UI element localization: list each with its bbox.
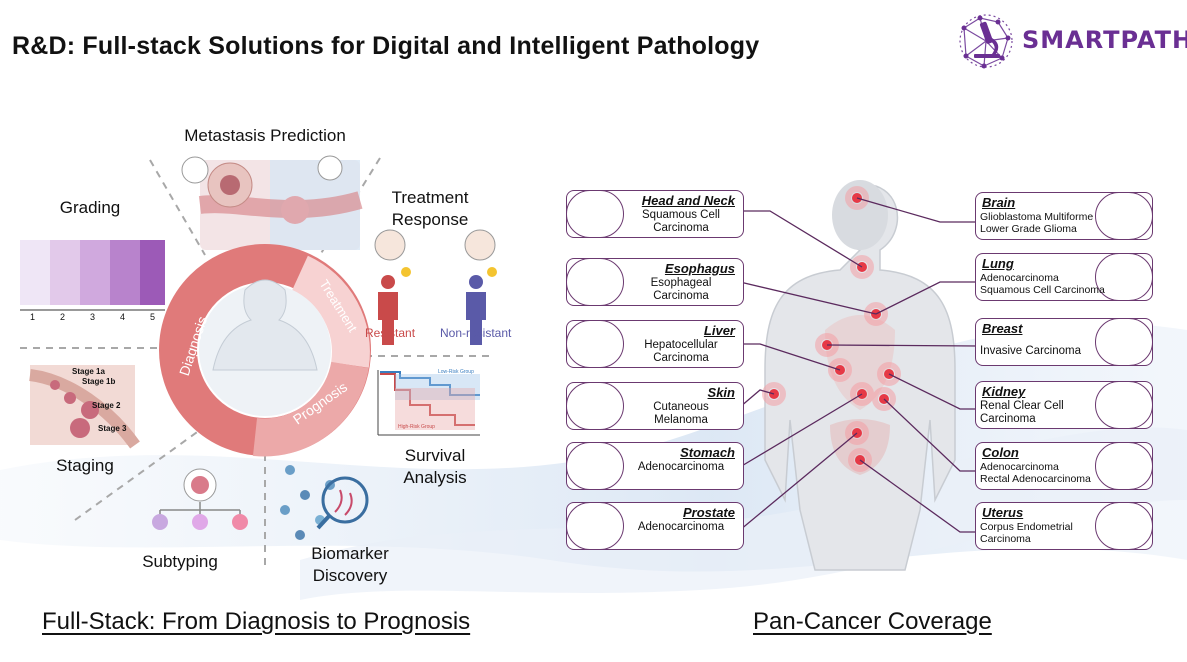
lung-icon	[1095, 253, 1153, 301]
treatment-figures	[374, 229, 497, 345]
grade-tick-5: 5	[150, 312, 156, 322]
kidney-icon	[1095, 381, 1153, 429]
organ-box-prostate: Prostate Adenocarcinoma	[566, 502, 744, 550]
subtyping-tree	[152, 468, 248, 530]
high-risk-label: High-Risk Group	[398, 424, 435, 430]
stage-label-1b: Stage 1b	[82, 377, 116, 386]
page-title: R&D: Full-stack Solutions for Digital an…	[12, 32, 760, 60]
left-caption: Full-Stack: From Diagnosis to Prognosis	[42, 608, 471, 635]
organ-box-skin: Skin Cutaneous Melanoma	[566, 382, 744, 430]
low-risk-label: Low-Risk Group	[438, 369, 474, 375]
colon-icon	[1095, 442, 1153, 490]
organ-heading: Stomach	[680, 445, 735, 460]
grade-tick-2: 2	[60, 312, 66, 322]
survival-curve	[372, 365, 482, 440]
stage-label-3: Stage 3	[98, 424, 127, 433]
label-survival-1: Survival	[404, 446, 466, 465]
brain-icon	[1095, 192, 1153, 240]
label-biomarker-1: Biomarker	[311, 544, 389, 563]
organ-heading: Esophagus	[664, 261, 735, 276]
logo-text: SMARTPATH	[1022, 26, 1187, 54]
organ-box-stomach: Stomach Adenocarcinoma	[566, 442, 744, 490]
right-caption: Pan-Cancer Coverage	[753, 608, 992, 635]
organ-desc: Hepatocellular Carcinoma	[644, 339, 718, 364]
organ-box-head-neck: Head and Neck Squamous Cell Carcinoma	[566, 190, 744, 238]
organ-heading: Breast	[982, 321, 1023, 336]
organ-box-liver: Liver Hepatocellular Carcinoma	[566, 320, 744, 368]
full-stack-diagram	[20, 155, 497, 565]
organ-heading: Liver	[703, 323, 735, 338]
organ-desc: Esophageal Carcinoma	[650, 277, 712, 302]
breast-icon	[1095, 318, 1153, 366]
label-staging: Staging	[56, 456, 114, 475]
metastasis-illustration	[181, 155, 363, 250]
label-grading: Grading	[59, 198, 121, 217]
head-neck-icon	[566, 190, 624, 238]
label-treatment-response-1: Treatment	[391, 188, 469, 207]
organ-desc: Squamous Cell Carcinoma	[642, 209, 720, 234]
liver-icon	[566, 320, 624, 368]
organ-desc: Invasive Carcinoma	[980, 345, 1081, 357]
organ-box-breast: Breast Invasive Carcinoma	[975, 318, 1153, 366]
stage-label-2: Stage 2	[92, 401, 121, 410]
label-subtyping: Subtyping	[142, 552, 218, 571]
microscope-network-icon	[959, 14, 1013, 69]
organ-heading: Prostate	[682, 505, 735, 520]
workflow-ring	[159, 244, 371, 457]
grading-histology	[20, 240, 165, 311]
grade-tick-1: 1	[30, 312, 36, 322]
label-treatment-response-2: Response	[391, 210, 469, 229]
organ-desc: Adenocarcinoma	[637, 521, 725, 533]
organ-heading: Head and Neck	[641, 193, 735, 208]
label-survival-2: Analysis	[403, 468, 467, 487]
biomarker-illustration	[280, 465, 369, 540]
esophagus-icon	[566, 258, 624, 306]
grade-tick-4: 4	[120, 312, 126, 322]
staging-illustration	[29, 365, 140, 449]
uterus-icon	[1095, 502, 1153, 550]
skin-icon	[566, 382, 624, 430]
body-diagram	[739, 180, 979, 571]
organ-heading: Kidney	[982, 384, 1026, 399]
organ-desc: Adenocarcinoma	[637, 461, 725, 473]
resistant-label: Resistant	[365, 326, 416, 340]
label-biomarker-2: Discovery	[312, 566, 388, 585]
non-resistant-label: Non-resistant	[440, 326, 512, 340]
stomach-icon	[566, 442, 624, 490]
organ-heading: Brain	[982, 195, 1016, 210]
organ-heading: Uterus	[982, 505, 1024, 520]
stage-label-1a: Stage 1a	[72, 367, 105, 376]
organ-box-esophagus: Esophagus Esophageal Carcinoma	[566, 258, 744, 306]
organ-heading: Skin	[707, 385, 735, 400]
organ-heading: Lung	[982, 256, 1014, 271]
prostate-icon	[566, 502, 624, 550]
organ-heading: Colon	[982, 445, 1019, 460]
organ-desc: Cutaneous Melanoma	[653, 401, 709, 426]
label-metastasis: Metastasis Prediction	[184, 126, 346, 145]
grade-tick-3: 3	[90, 312, 96, 322]
